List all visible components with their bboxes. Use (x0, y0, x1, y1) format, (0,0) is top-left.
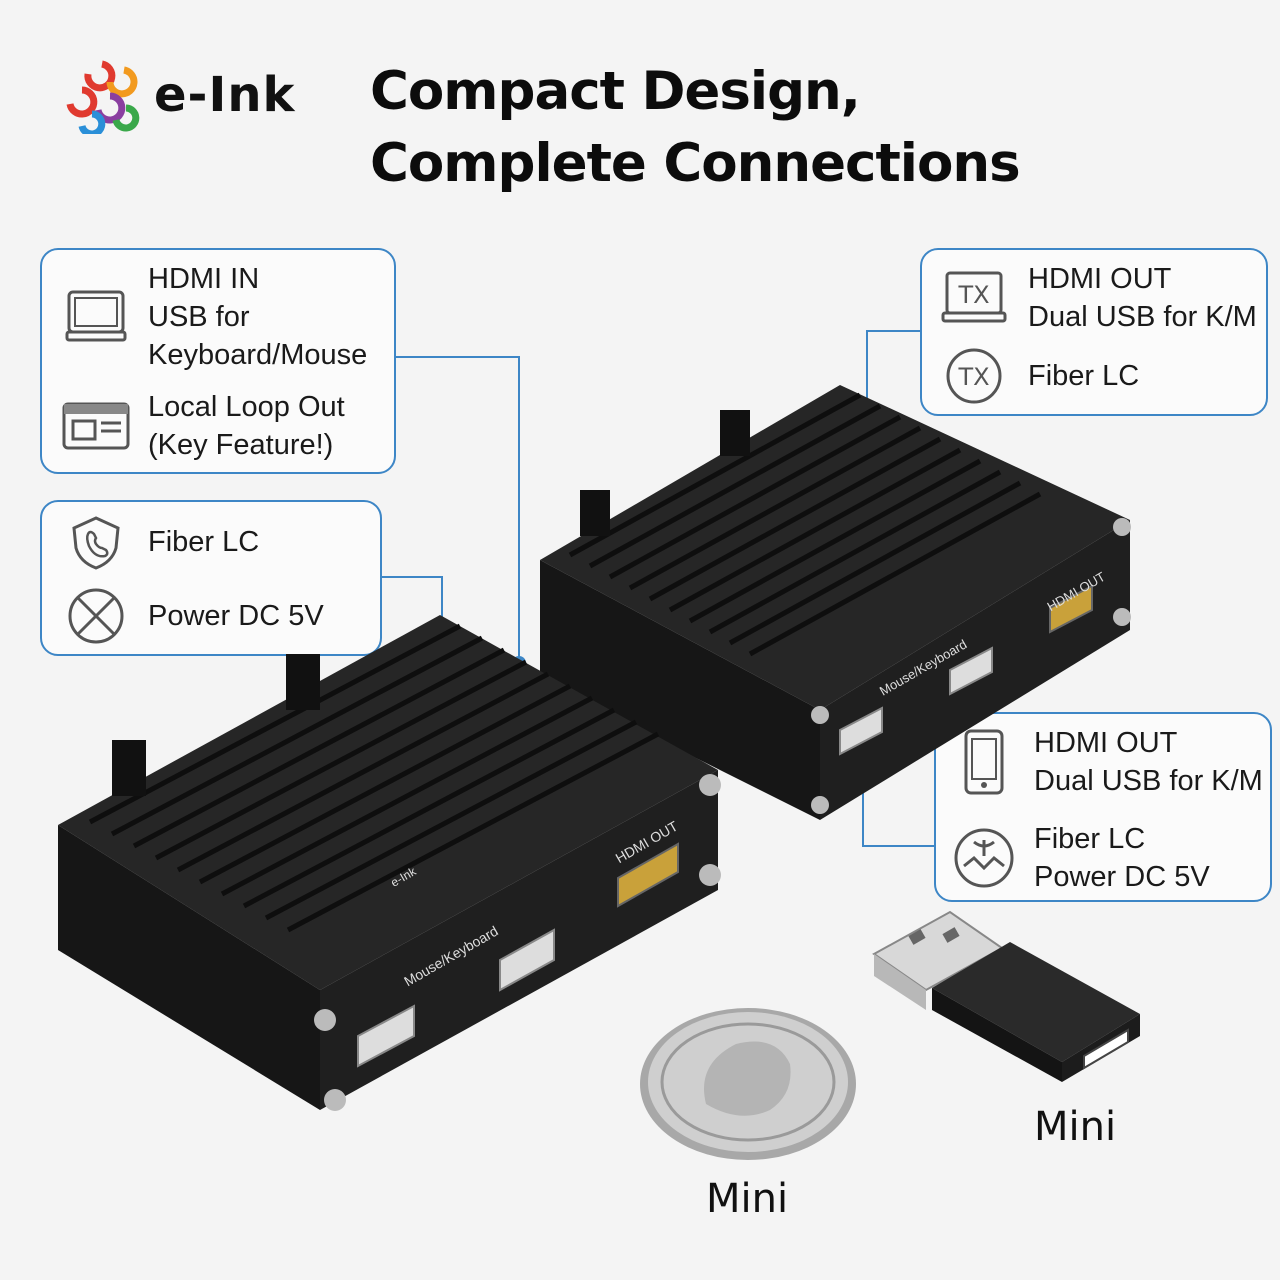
tx-laptop-icon: TX (938, 269, 1010, 327)
brand-name: e-Ink (154, 67, 296, 123)
headline: Compact Design, Complete Connections (370, 56, 1090, 200)
power-x-icon (60, 586, 132, 646)
connector-line (396, 356, 520, 358)
callout-right-bottom-line: HDMI OUT (1034, 727, 1178, 759)
callout-left-top-line: Keyboard/Mouse (148, 339, 368, 371)
callout-right-bottom-line: Fiber LC (1034, 823, 1146, 855)
monitor-icon (60, 288, 132, 346)
connector-line (862, 845, 934, 847)
callout-left-top-line: (Key Feature!) (148, 429, 334, 461)
callout-right-top-line: Dual USB for K/M (1028, 301, 1257, 333)
connector-line (866, 330, 868, 414)
brand-logo-icon (66, 60, 140, 134)
usb-dongle-image (872, 910, 1140, 1082)
headline-line-2: Complete Connections (370, 133, 1021, 194)
brand: e-Ink (62, 56, 295, 134)
callout-left-mid-item: Power DC 5V (148, 600, 324, 632)
coin-caption: Mini (706, 1176, 789, 1222)
callout-left-top-line: HDMI IN (148, 263, 260, 295)
window-icon (60, 401, 132, 451)
callout-right-top-line: Fiber LC (1028, 360, 1140, 392)
usb-caption: Mini (1034, 1104, 1117, 1150)
callout-right-bottom-line: Dual USB for K/M (1034, 765, 1263, 797)
connector-line (518, 356, 520, 666)
tx-circle-icon: TX (938, 346, 1010, 406)
svg-text:TX: TX (957, 281, 989, 309)
connector-line (382, 576, 442, 578)
callout-right-top-line: HDMI OUT (1028, 263, 1172, 295)
callout-left-top: HDMI IN USB for Keyboard/Mouse Local Loo… (40, 248, 396, 474)
callout-left-top-line: Local Loop Out (148, 391, 345, 423)
device-rear-unit (540, 385, 1131, 820)
coin-image (640, 1008, 856, 1160)
callout-left-mid: Fiber LC Power DC 5V (40, 500, 382, 656)
headline-line-1: Compact Design, (370, 61, 861, 122)
callout-right-top: TX HDMI OUT Dual USB for K/M TX Fiber LC (920, 248, 1268, 416)
callout-left-mid-item: Fiber LC (148, 526, 260, 558)
callout-left-top-line: USB for (148, 301, 250, 333)
shield-phone-icon (60, 514, 132, 570)
callout-right-bottom: HDMI OUT Dual USB for K/M Fiber LC Power… (934, 712, 1272, 902)
tablet-icon (948, 727, 1020, 797)
connector-line (866, 330, 920, 332)
antenna-circle-icon (948, 826, 1020, 890)
svg-text:TX: TX (957, 363, 989, 391)
device-front-unit (58, 615, 721, 1111)
callout-right-bottom-line: Power DC 5V (1034, 861, 1210, 893)
